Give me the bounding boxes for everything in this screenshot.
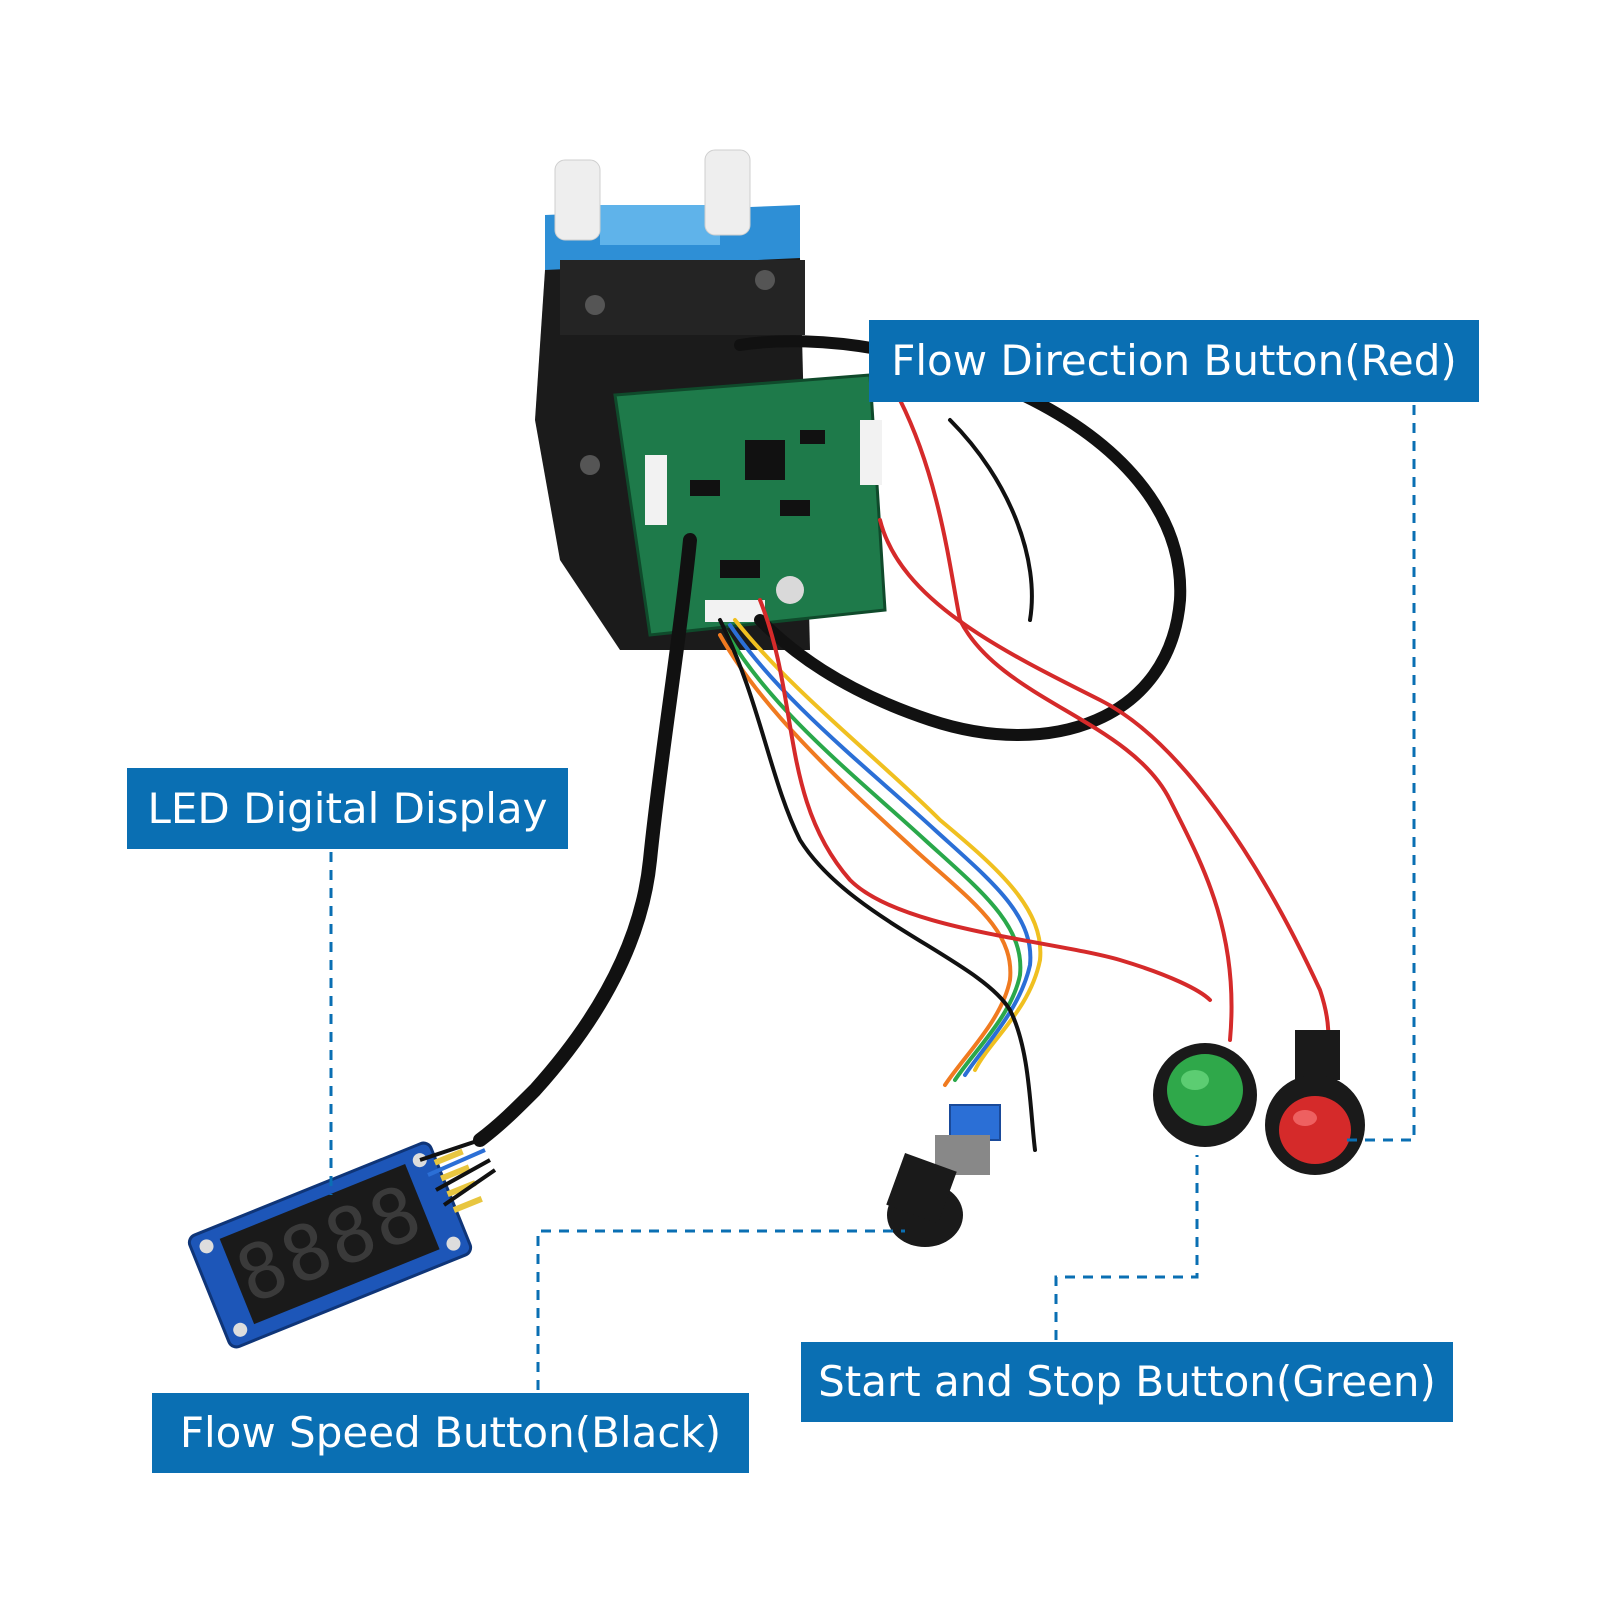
start-stop-label: Start and Stop Button(Green) bbox=[801, 1342, 1453, 1422]
inlet-nozzle bbox=[554, 159, 601, 241]
led-display-label: LED Digital Display bbox=[127, 768, 568, 849]
leader-flow-speed bbox=[536, 1229, 905, 1390]
flow-direction-label: Flow Direction Button(Red) bbox=[869, 320, 1479, 402]
leader-lines bbox=[329, 405, 1416, 1390]
flow-direction-button bbox=[1265, 1030, 1365, 1175]
start-stop-button bbox=[1153, 1043, 1257, 1147]
outlet-nozzle bbox=[704, 149, 751, 236]
leader-flow-direction bbox=[1340, 405, 1416, 1142]
leader-start-stop bbox=[1054, 1155, 1199, 1340]
display-cable-wires bbox=[419, 1138, 497, 1207]
flow-speed-knob bbox=[886, 1104, 1001, 1247]
peristaltic-pump bbox=[535, 149, 887, 650]
wiring bbox=[473, 335, 1331, 1152]
flow-speed-label: Flow Speed Button(Black) bbox=[152, 1393, 749, 1473]
